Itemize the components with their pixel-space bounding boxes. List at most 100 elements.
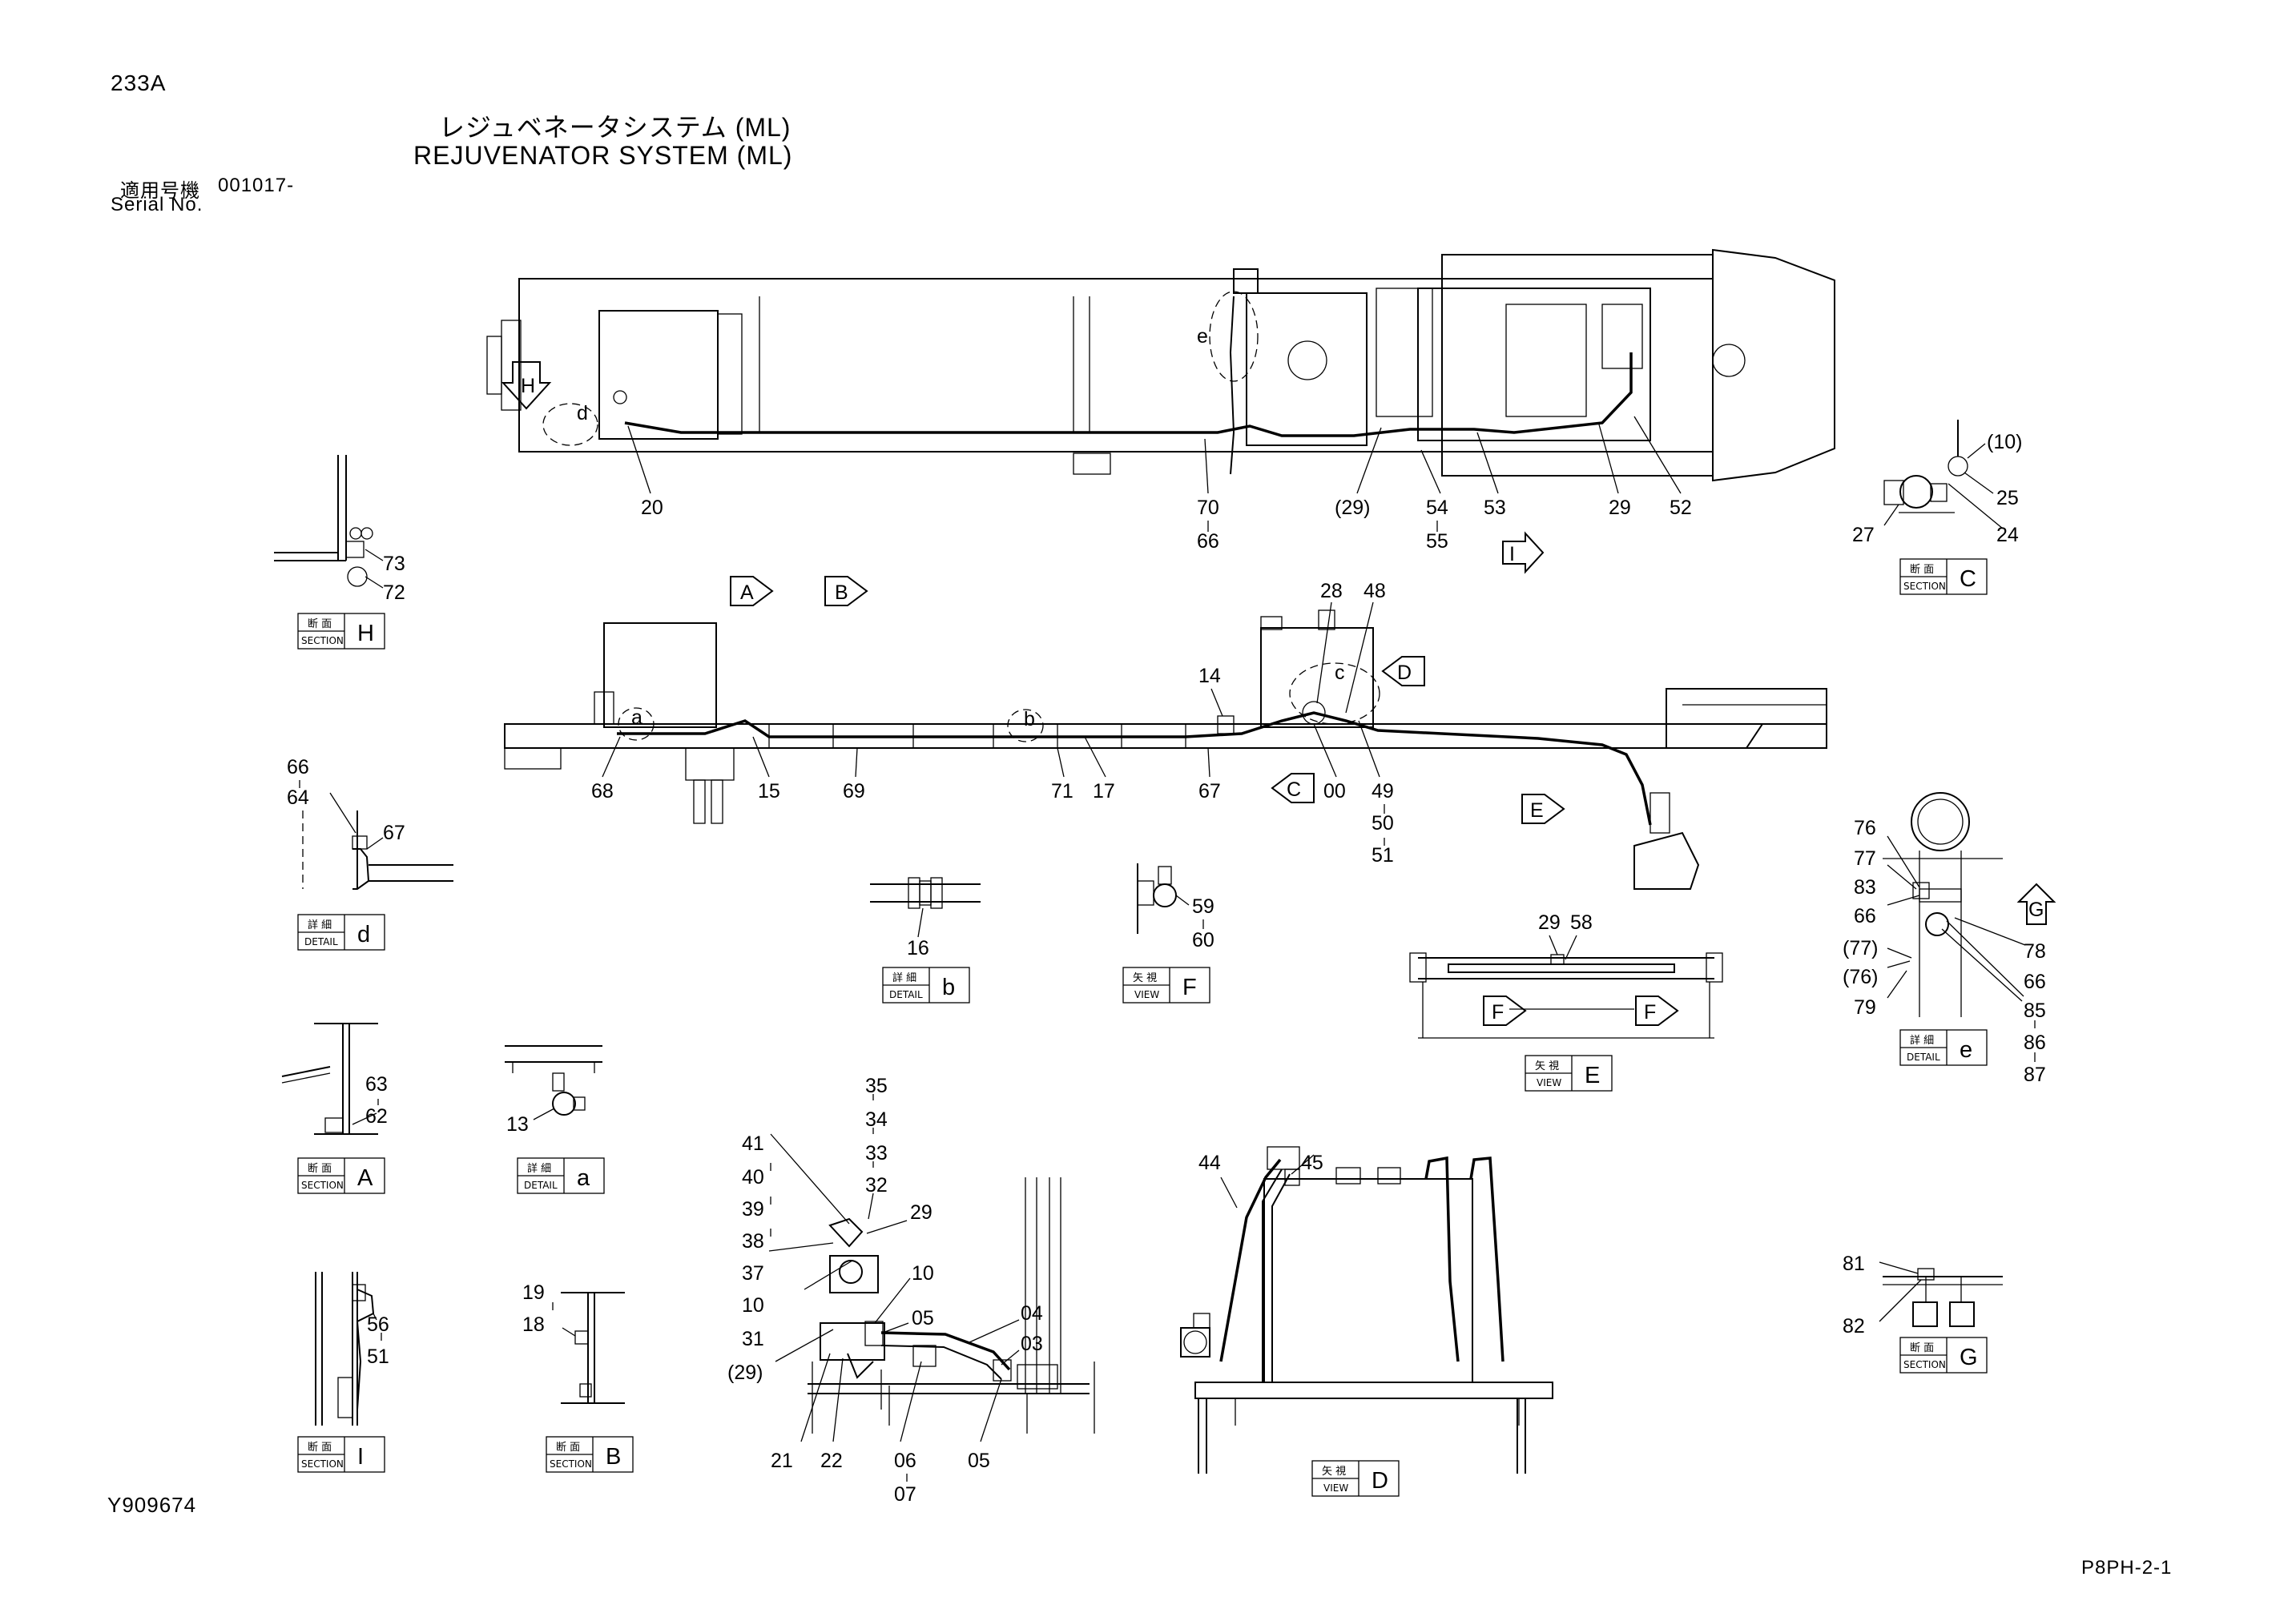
callout-05-upper: 05: [912, 1307, 934, 1329]
svg-text:DETAIL: DETAIL: [524, 1180, 558, 1191]
callout-44: 44: [1198, 1152, 1221, 1174]
callout-76: 76: [1854, 817, 1876, 839]
detail-callout-d: d: [577, 402, 588, 424]
section-c-drawing: [1883, 420, 2004, 529]
callout-76-ref: (76): [1843, 966, 1878, 988]
svg-text:DETAIL: DETAIL: [1907, 1052, 1940, 1063]
callout-40: 40: [742, 1166, 764, 1189]
svg-text:E: E: [1585, 1063, 1600, 1088]
callout-51: 51: [1372, 844, 1394, 867]
detail-d-drawing: [302, 792, 453, 890]
svg-text:a: a: [577, 1165, 590, 1191]
pump-leaders: [768, 1094, 1020, 1482]
svg-text:VIEW: VIEW: [1537, 1077, 1561, 1088]
callout-29-pump-ref: (29): [727, 1362, 763, 1384]
callout-51-i: 51: [367, 1345, 389, 1368]
callout-67: 67: [1198, 780, 1221, 802]
svg-text:詳 細: 詳 細: [892, 971, 916, 984]
detail-e-label-box: 詳 細 DETAIL e: [1899, 1029, 1988, 1066]
callout-64: 64: [287, 786, 309, 809]
view-d-drawing: [1180, 1146, 1553, 1474]
svg-text:C: C: [1960, 566, 1976, 592]
callout-38: 38: [742, 1230, 764, 1253]
svg-text:SECTION: SECTION: [301, 1180, 344, 1191]
detail-a-drawing: [505, 1045, 602, 1120]
serial-label-japanese: 適用号機: [120, 180, 200, 202]
pump-assembly-drawing: [808, 1177, 1095, 1434]
drawing-number: Y909674: [107, 1493, 197, 1517]
view-arrow-e: [1521, 794, 1565, 824]
callout-85: 85: [2024, 1000, 2046, 1022]
callout-33: 33: [865, 1142, 888, 1164]
callout-48: 48: [1364, 580, 1386, 602]
callout-39: 39: [742, 1198, 764, 1221]
serial-label-english: Serial No.: [111, 194, 203, 215]
callout-72: 72: [383, 581, 405, 604]
svg-text:SECTION: SECTION: [1903, 581, 1946, 592]
svg-text:A: A: [357, 1165, 373, 1191]
callout-79: 79: [1854, 996, 1876, 1019]
section-b-drawing: [552, 1292, 625, 1404]
section-h-label-box: 断 面 SECTION H: [297, 613, 385, 650]
detail-d-label-box: 詳 細 DETAIL d: [297, 914, 385, 951]
svg-text:B: B: [606, 1444, 621, 1470]
view-arrow-i: I: [1509, 543, 1515, 565]
callout-77-ref: (77): [1843, 937, 1878, 959]
callout-29-e: 29: [1538, 911, 1561, 934]
callout-54: 54: [1426, 497, 1448, 519]
callout-19: 19: [522, 1281, 545, 1304]
page-code: 233A: [111, 70, 167, 95]
callout-66-e: 66: [1854, 905, 1876, 927]
detail-callout-a: a: [631, 706, 642, 729]
callout-00: 00: [1323, 780, 1346, 802]
svg-text:詳 細: 詳 細: [308, 919, 332, 931]
section-g-label-box: 断 面 SECTION G: [1899, 1337, 1988, 1374]
callout-06: 06: [894, 1450, 916, 1472]
svg-text:SECTION: SECTION: [301, 1458, 344, 1470]
callout-53: 53: [1484, 497, 1506, 519]
svg-text:断 面: 断 面: [1910, 1342, 1934, 1354]
callout-37: 37: [742, 1262, 764, 1285]
callout-66: 66: [1197, 530, 1219, 553]
callout-82: 82: [1843, 1315, 1865, 1337]
callout-14: 14: [1198, 665, 1221, 687]
detail-b-label-box: 詳 細 DETAIL b: [882, 967, 970, 1004]
svg-text:詳 細: 詳 細: [1910, 1034, 1934, 1047]
callout-41: 41: [742, 1132, 764, 1155]
callout-22: 22: [820, 1450, 843, 1472]
callout-03: 03: [1021, 1333, 1043, 1355]
svg-text:VIEW: VIEW: [1323, 1482, 1348, 1494]
view-arrow-d-label: D: [1397, 662, 1412, 684]
sheet-number: P8PH-2-1: [2081, 1557, 2173, 1579]
side-leaders: [602, 601, 1385, 846]
callout-27: 27: [1852, 524, 1875, 546]
callout-31: 31: [742, 1328, 764, 1350]
svg-text:e: e: [1960, 1037, 1972, 1063]
detail-a-label-box: 詳 細 DETAIL a: [517, 1157, 605, 1194]
section-b-label-box: 断 面 SECTION B: [546, 1436, 634, 1473]
serial-value: 001017-: [218, 175, 295, 196]
top-leaders: [627, 416, 1682, 494]
svg-text:矢 視: 矢 視: [1133, 972, 1157, 984]
view-arrow-e-label: E: [1530, 799, 1544, 822]
callout-70: 70: [1197, 497, 1219, 519]
detail-callout-c: c: [1335, 662, 1345, 684]
svg-text:D: D: [1372, 1468, 1388, 1494]
callout-45: 45: [1301, 1152, 1323, 1174]
callout-69: 69: [843, 780, 865, 802]
view-arrow-f-2: [1635, 996, 1679, 1026]
callout-68: 68: [591, 780, 614, 802]
callout-20: 20: [641, 497, 663, 519]
svg-text:断 面: 断 面: [308, 1163, 332, 1175]
svg-text:DETAIL: DETAIL: [889, 989, 923, 1000]
svg-text:d: d: [357, 922, 370, 947]
svg-text:断 面: 断 面: [556, 1442, 580, 1454]
callout-32: 32: [865, 1174, 888, 1197]
svg-text:断 面: 断 面: [308, 1442, 332, 1454]
svg-text:SECTION: SECTION: [1903, 1359, 1946, 1370]
svg-text:H: H: [357, 621, 374, 646]
svg-text:詳 細: 詳 細: [527, 1162, 551, 1175]
section-a-drawing: [281, 1023, 379, 1135]
top-plan-view: [486, 248, 1835, 482]
svg-text:SECTION: SECTION: [301, 635, 344, 646]
